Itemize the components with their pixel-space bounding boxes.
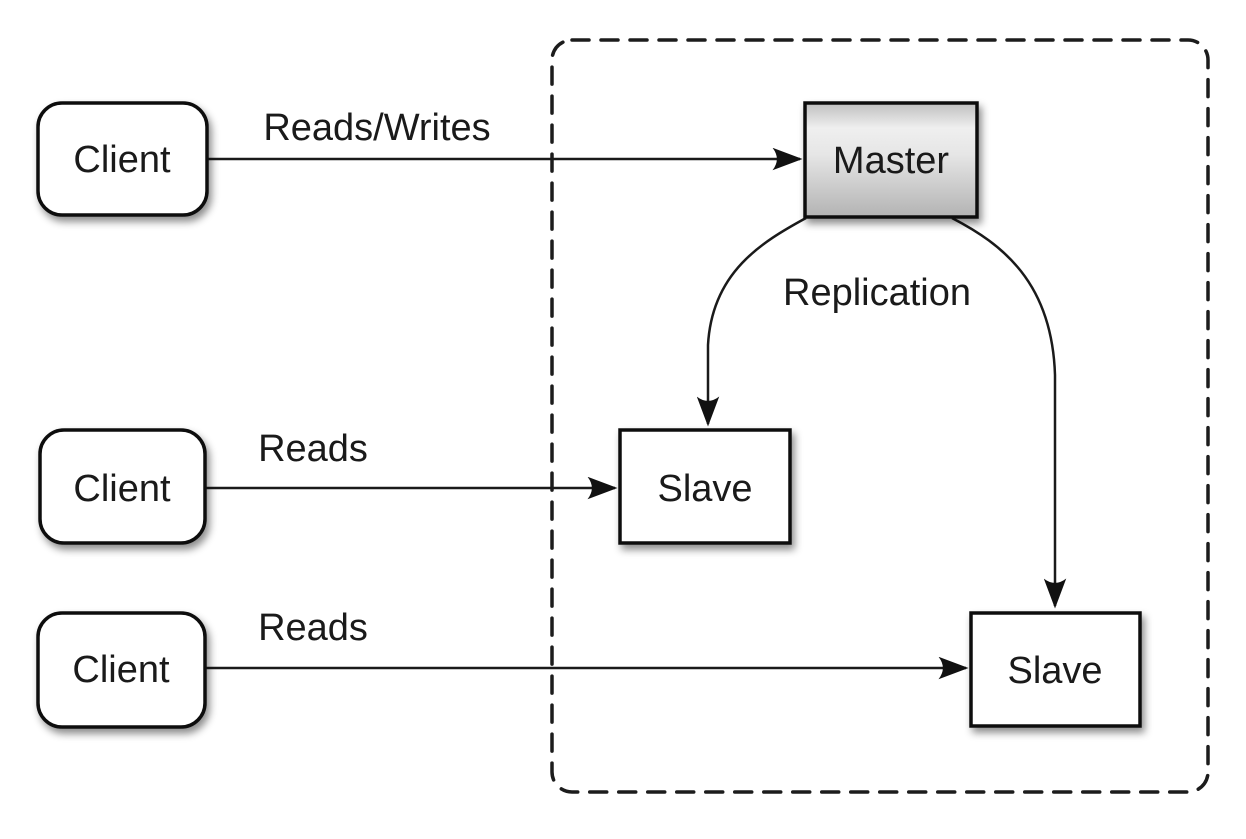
client-node-3-label: Client: [72, 649, 170, 691]
master-node-box: [803, 101, 979, 219]
slave-node-1: Slave: [618, 428, 792, 545]
edge-label-reads-middle: Reads: [258, 428, 368, 470]
edge-label-reads-bottom: Reads: [258, 607, 368, 649]
client-node-3-box: [36, 611, 207, 729]
slave-node-2-label: Slave: [1007, 650, 1102, 692]
slave-node-1-box: [618, 428, 792, 545]
master-node-label: Master: [833, 140, 949, 182]
edge-master-to-slave1: [696, 216, 807, 427]
slave-node-2-box: [969, 611, 1142, 728]
slave-node-2: Slave: [969, 611, 1142, 728]
client-node-1-box: [36, 101, 209, 217]
master-node: Master: [803, 101, 979, 219]
edge-label-reads-writes: Reads/Writes: [263, 107, 490, 149]
client-node-3: Client: [36, 611, 207, 729]
slave-node-1-label: Slave: [657, 468, 752, 510]
client-node-1-label: Client: [73, 139, 171, 181]
edge-label-replication: Replication: [783, 272, 971, 314]
client-node-2: Client: [38, 428, 207, 545]
client-node-1: Client: [36, 101, 209, 217]
client-node-2-label: Client: [73, 468, 171, 510]
edge-master-to-slave2: [951, 216, 1067, 609]
replication-group-boundary: [550, 38, 1210, 794]
client-node-2-box: [38, 428, 207, 545]
